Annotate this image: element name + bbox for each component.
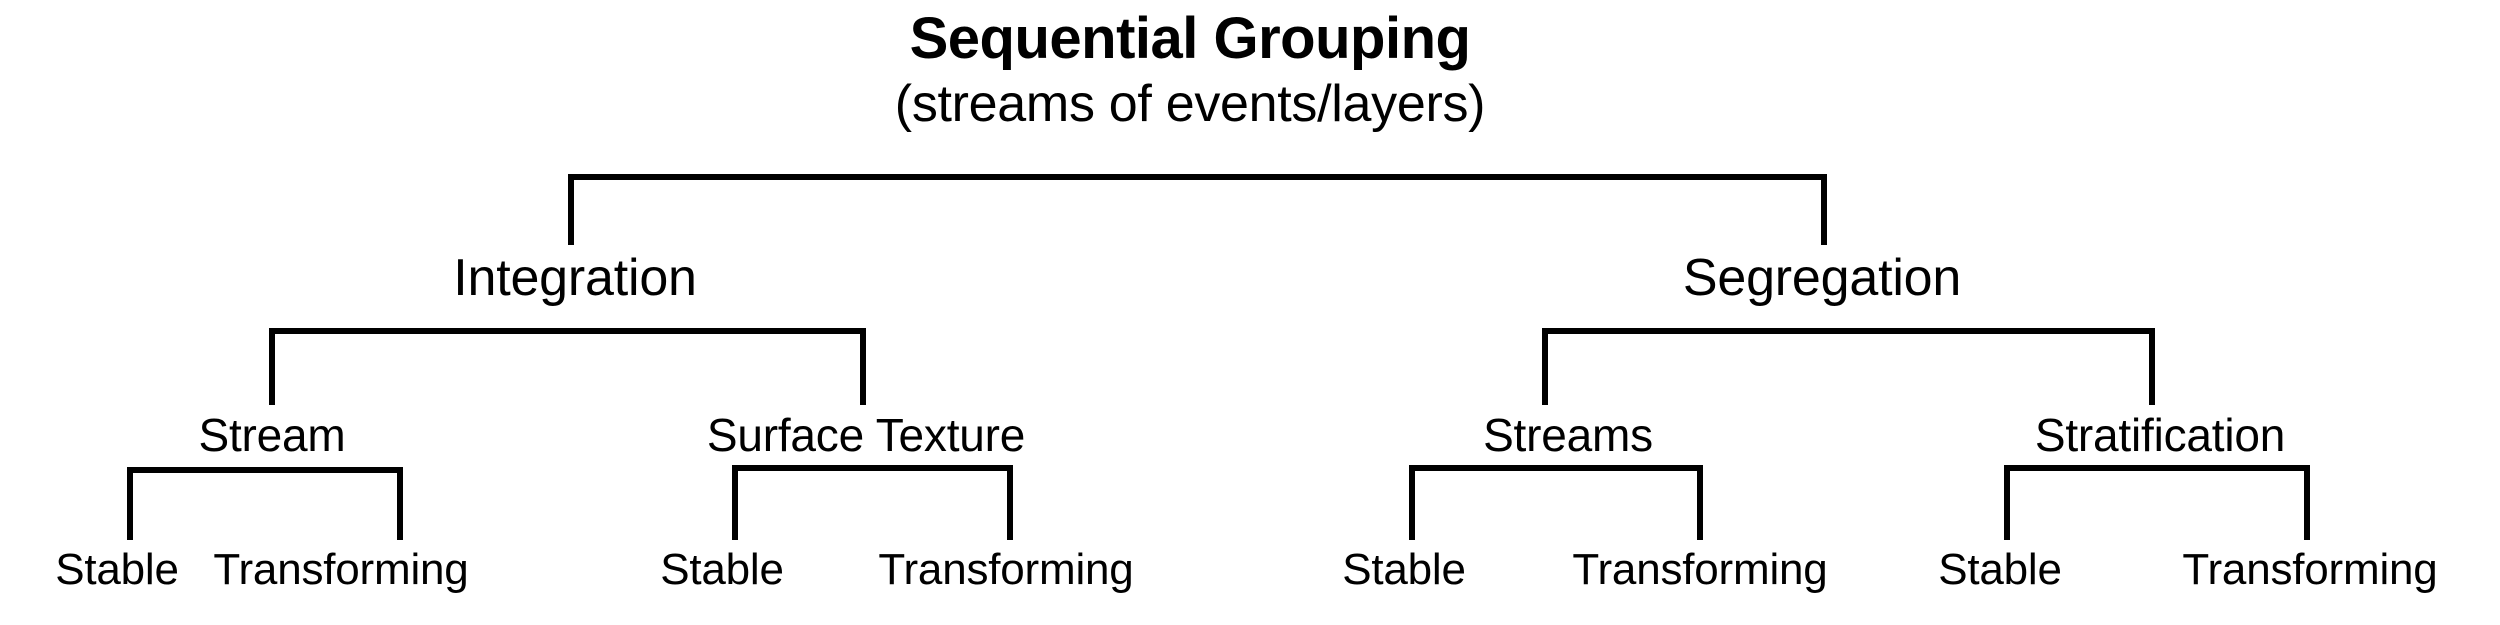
leaf-stream-transforming: Transforming — [213, 545, 469, 594]
node-surface-texture: Surface Texture — [706, 409, 1026, 461]
leaf-stream-stable: Stable — [55, 545, 179, 594]
leaf-streams-stable: Stable — [1342, 545, 1466, 594]
connector-streams-to-leaves — [1409, 465, 1703, 540]
connector-surface-texture-to-leaves — [732, 465, 1013, 540]
connector-segregation-to-children — [1542, 328, 2155, 405]
node-integration: Integration — [453, 249, 697, 307]
connector-stratification-to-leaves — [2004, 465, 2310, 540]
leaf-surface-texture-stable: Stable — [660, 545, 784, 594]
node-segregation: Segregation — [1682, 249, 1962, 307]
node-stream: Stream — [198, 409, 346, 461]
connector-stream-to-leaves — [127, 467, 403, 540]
page-subtitle: (streams of events/layers) — [894, 75, 1486, 133]
leaf-stratification-transforming: Transforming — [2182, 545, 2438, 594]
leaf-surface-texture-transforming: Transforming — [878, 545, 1134, 594]
connector-root-to-level1 — [568, 174, 1827, 245]
node-stratification: Stratification — [2034, 409, 2286, 461]
connector-integration-to-children — [269, 328, 866, 405]
leaf-stratification-stable: Stable — [1938, 545, 2062, 594]
page-title: Sequential Grouping — [909, 6, 1471, 71]
node-streams: Streams — [1483, 409, 1653, 461]
leaf-streams-transforming: Transforming — [1572, 545, 1828, 594]
